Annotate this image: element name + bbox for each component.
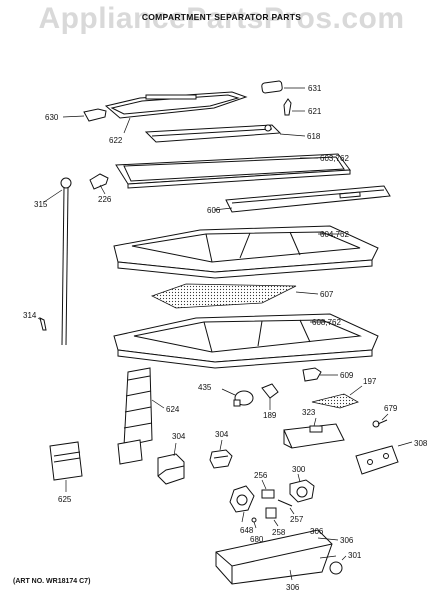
watermark: AppliancePartsPros.com	[38, 2, 405, 35]
callout-607: 607	[320, 290, 334, 299]
callout-308: 308	[414, 439, 428, 448]
part-618-light-housing	[144, 124, 306, 143]
callout-323: 323	[302, 408, 316, 417]
callout-606: 606	[207, 206, 221, 215]
callout-604-762: 604,762	[320, 230, 349, 239]
callout-226: 226	[98, 195, 112, 204]
callout-306-top: 306	[310, 527, 324, 536]
callout-314: 314	[23, 311, 37, 320]
callout-624: 624	[166, 405, 180, 414]
part-603-shelf	[115, 153, 351, 189]
part-625-box	[49, 441, 83, 492]
part-256-connector	[261, 479, 275, 499]
callout-618: 618	[307, 132, 321, 141]
callout-631: 631	[308, 84, 322, 93]
part-680-screw	[251, 517, 257, 529]
part-624-duct	[117, 367, 165, 465]
part-648-motor	[229, 485, 255, 523]
callout-435: 435	[198, 383, 212, 392]
part-304-motor-right	[209, 439, 233, 469]
diagram-heading: COMPARTMENT SEPARATOR PARTS	[141, 12, 302, 22]
part-301-knob	[329, 555, 347, 575]
part-604-separator-cover	[113, 225, 379, 279]
callout-625: 625	[58, 495, 72, 504]
callout-304-right: 304	[215, 430, 229, 439]
callout-306-bottom: 306	[286, 583, 300, 592]
callout-315: 315	[34, 200, 48, 209]
callout-301: 301	[348, 551, 362, 560]
callout-680: 680	[250, 535, 264, 544]
callout-256: 256	[254, 471, 268, 480]
callout-648: 648	[240, 526, 254, 535]
part-607-insulation	[150, 283, 319, 309]
part-197-strip	[311, 385, 363, 409]
part-226-knob	[89, 173, 109, 195]
part-630-bracket	[62, 108, 107, 122]
part-622-shelf-frame	[104, 91, 248, 134]
part-609-switch	[302, 367, 338, 382]
callout-679: 679	[384, 404, 398, 413]
callout-189: 189	[263, 411, 277, 420]
callout-300: 300	[292, 465, 306, 474]
callout-197: 197	[363, 377, 377, 386]
art-number: (ART NO. WR18174 C7)	[13, 578, 91, 585]
part-621-clip	[283, 98, 305, 116]
part-308-bracket	[355, 441, 413, 475]
callout-603-762: 603,762	[320, 154, 349, 163]
part-608-separator-base	[113, 313, 379, 369]
part-323-housing	[283, 417, 345, 449]
callout-622: 622	[109, 136, 123, 145]
part-257-screw	[277, 499, 295, 515]
part-306-base-housing	[215, 529, 339, 585]
callout-258: 258	[272, 528, 286, 537]
callout-609: 609	[340, 371, 354, 380]
part-300-fan	[289, 473, 315, 503]
part-258-clip	[265, 507, 279, 527]
part-189-socket	[261, 383, 279, 410]
part-606-front-rail	[213, 185, 391, 213]
callout-621: 621	[308, 107, 322, 116]
part-679-screw	[372, 413, 389, 428]
part-304-bracket-left	[157, 442, 185, 485]
callout-608-762: 608,762	[312, 318, 341, 327]
callout-630: 630	[45, 113, 59, 122]
callout-304-left: 304	[172, 432, 186, 441]
part-631-cover	[261, 80, 305, 94]
callout-306-right: 306	[340, 536, 354, 545]
callout-257: 257	[290, 515, 304, 524]
part-315-rod	[43, 177, 72, 346]
part-435-bulb	[221, 388, 254, 407]
part-314-screw	[37, 317, 47, 331]
